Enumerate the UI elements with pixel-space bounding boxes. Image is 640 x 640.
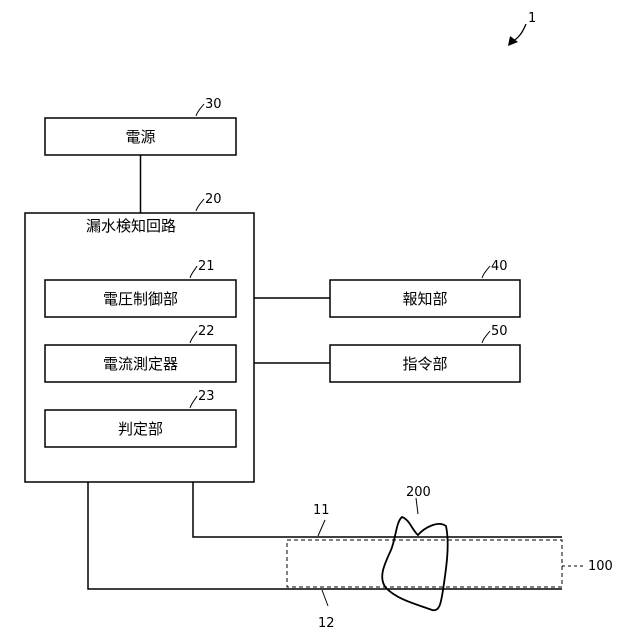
current-measurement-ref: 22: [198, 324, 215, 339]
leak-region: [382, 517, 447, 610]
figure-ref-arrowhead: [508, 36, 518, 46]
command-label: 指令部: [402, 355, 447, 373]
power-supply-label: 電源: [125, 128, 155, 146]
circuit-ref: 20: [205, 192, 222, 207]
lower-wire-leader: [322, 590, 328, 606]
leak-region-leader: [416, 498, 418, 514]
command-leader: [482, 331, 490, 343]
notification-ref: 40: [491, 259, 508, 274]
notification-leader: [482, 266, 490, 278]
command-ref: 50: [491, 324, 508, 339]
voltage-control-label: 電圧制御部: [103, 290, 178, 308]
leak-region-ref: 200: [406, 485, 431, 500]
notification-label: 報知部: [402, 290, 447, 308]
leak-detection-circuit-label: 漏水検知回路: [86, 217, 176, 235]
power-supply-ref: 30: [205, 97, 222, 112]
upper-wire-ref: 11: [313, 503, 330, 518]
judgment-ref: 23: [198, 389, 215, 404]
upper-wire-leader: [318, 520, 325, 536]
judgment-label: 判定部: [118, 420, 163, 438]
lower-wire-ref: 12: [318, 616, 335, 631]
detection-zone: [287, 540, 562, 587]
voltage-control-ref: 21: [198, 259, 215, 274]
current-measurement-label: 電流測定器: [103, 355, 178, 373]
circuit-leader: [196, 199, 204, 211]
detection-zone-ref: 100: [588, 559, 613, 574]
lower-wire: [88, 482, 562, 589]
power-supply-leader: [196, 104, 204, 116]
upper-wire: [193, 482, 562, 537]
figure-ref-number: 1: [528, 11, 536, 26]
